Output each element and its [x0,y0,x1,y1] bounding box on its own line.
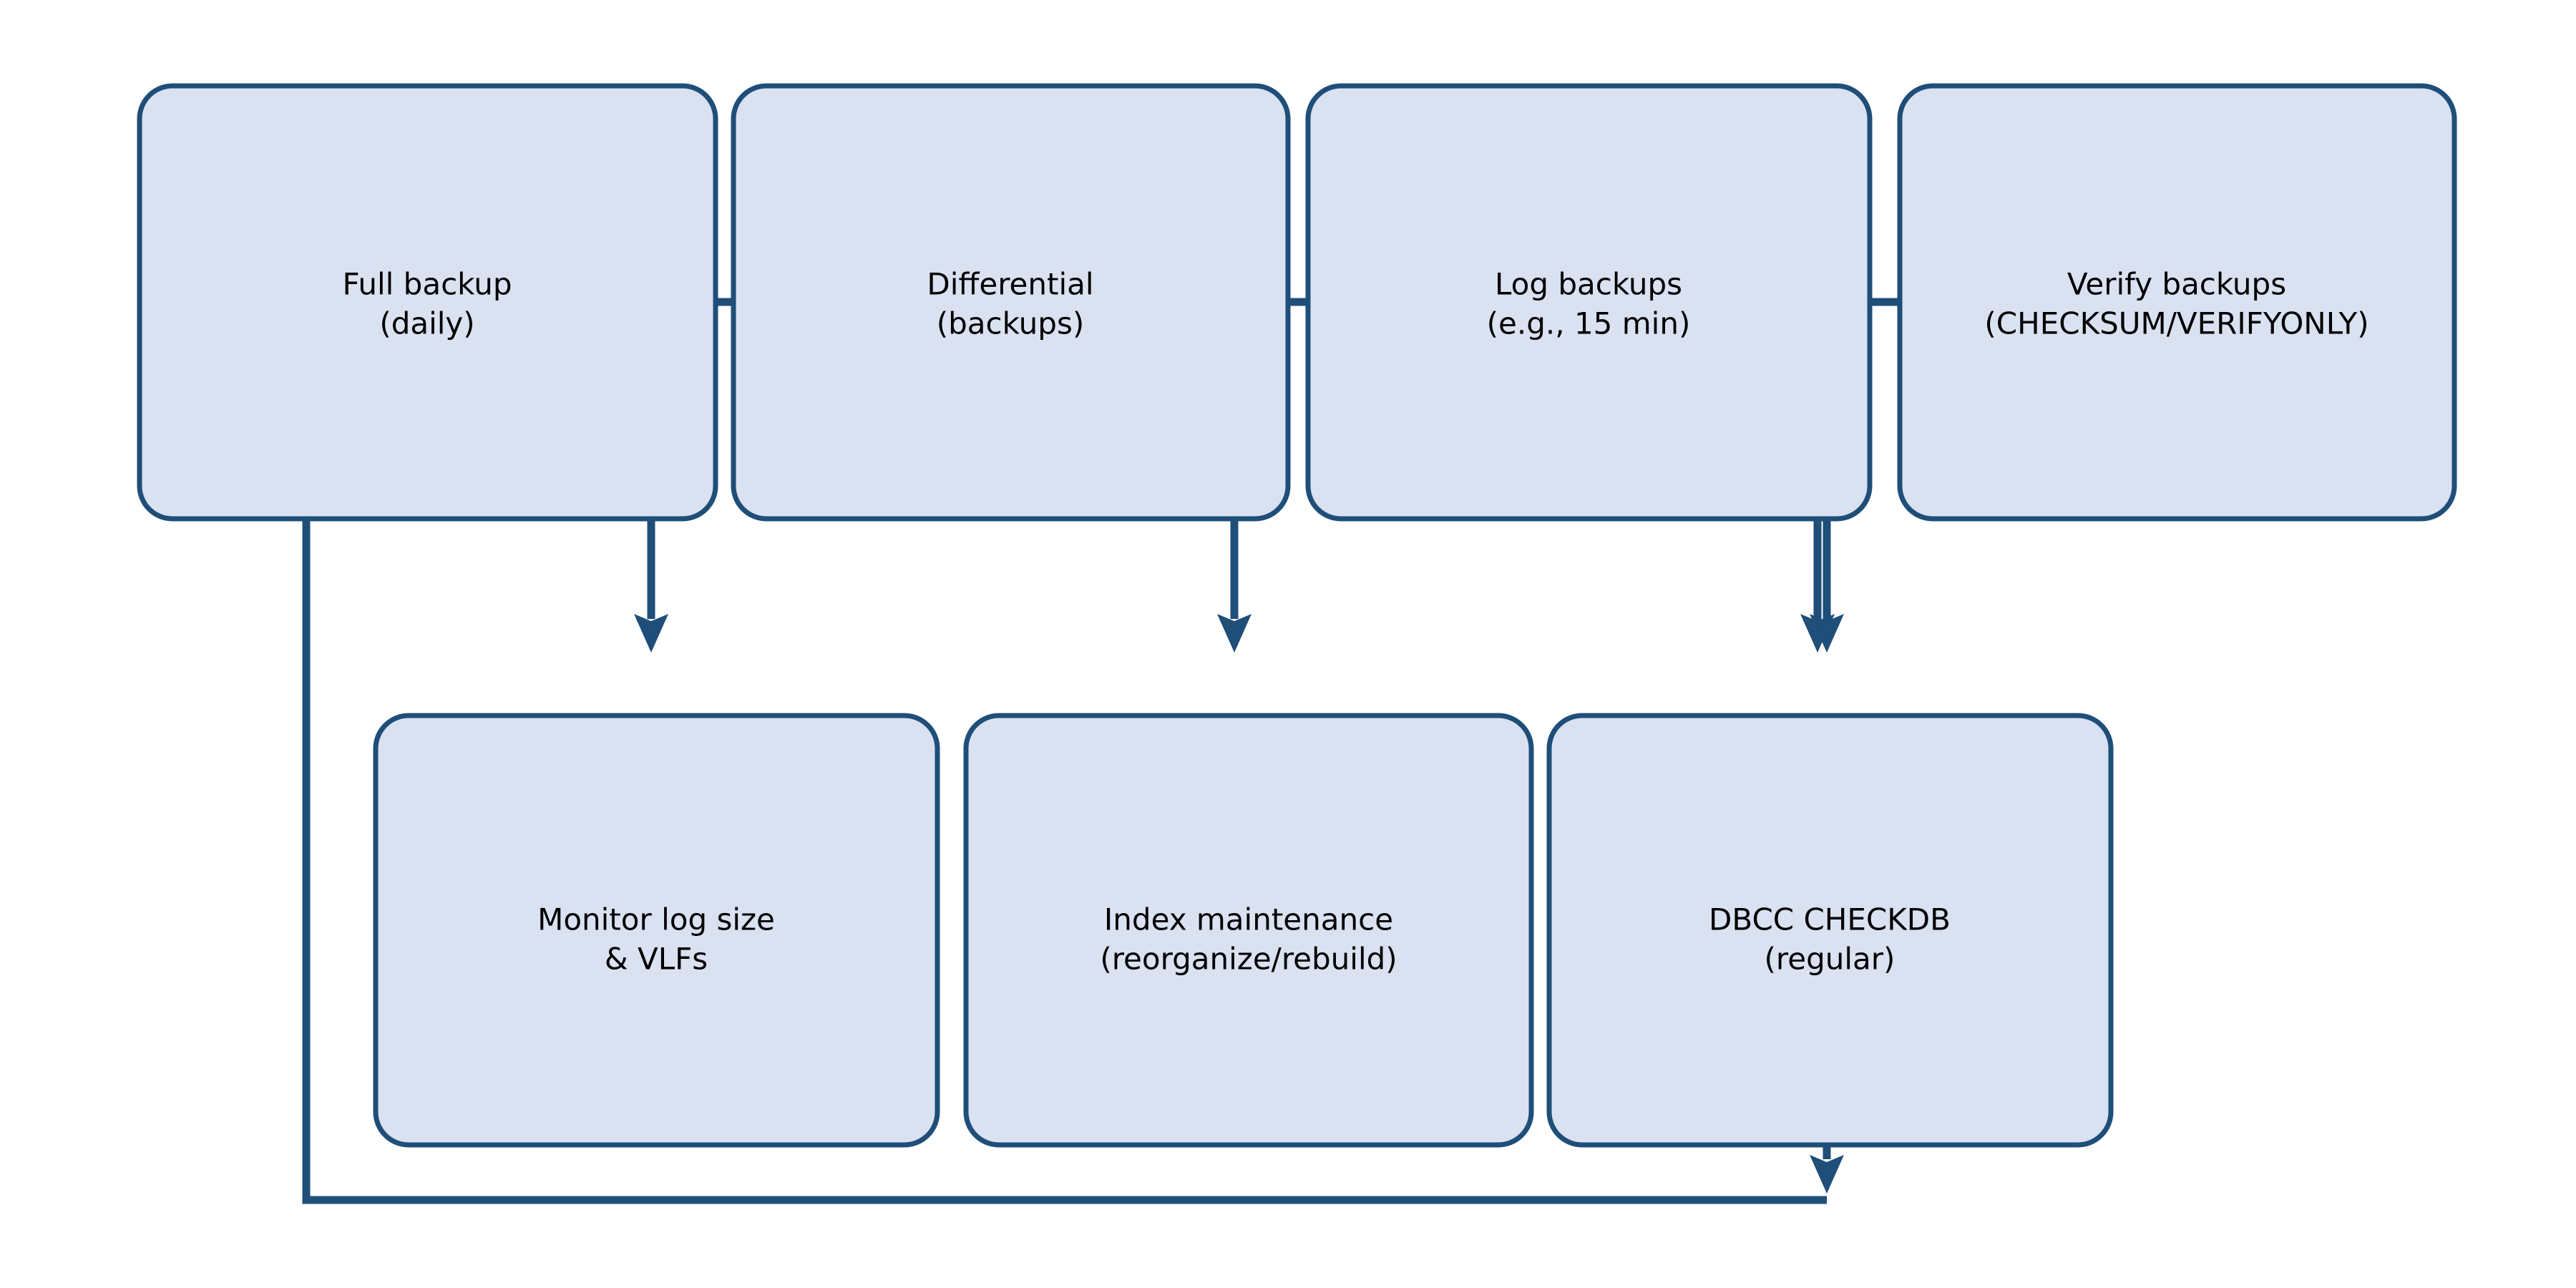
node-index-maintenance-shape[interactable] [963,713,1534,1148]
node-log-backups-label-line1: Log backups [1495,267,1682,302]
node-differential-label-line1: Differential [927,267,1093,302]
node-index-maintenance-label-line2: (reorganize/rebuild) [1100,942,1397,977]
node-monitor-log-size-label-line2: & VLFs [605,942,708,977]
node-index-maintenance[interactable]: Index maintenance (reorganize/rebuild) [963,713,1534,1148]
node-dbcc-checkdb-label-line2: (regular) [1765,942,1896,977]
node-full-backup[interactable]: Full backup (daily) [137,83,718,522]
node-log-backups[interactable]: Log backups (e.g., 15 min) [1305,83,1873,522]
node-verify-backups-label-line1: Verify backups [2067,267,2286,302]
node-differential-label-line2: (backups) [937,306,1084,341]
node-dbcc-checkdb-label-line1: DBCC CHECKDB [1709,902,1951,937]
node-monitor-log-size-label-line1: Monitor log size [537,902,775,937]
node-index-maintenance-label-line1: Index maintenance [1104,902,1393,937]
node-full-backup-label-line1: Full backup [343,267,512,302]
node-monitor-log-size-shape[interactable] [373,713,940,1148]
node-differential-shape[interactable] [731,83,1291,522]
node-full-backup-label-line2: (daily) [379,306,474,341]
node-verify-backups-label-line2: (CHECKSUM/VERIFYONLY) [1984,306,2368,341]
node-dbcc-checkdb[interactable]: DBCC CHECKDB (regular) [1546,713,2114,1148]
node-verify-backups-shape[interactable] [1897,83,2457,522]
node-log-backups-label-line2: (e.g., 15 min) [1487,306,1691,341]
node-layer: Full backup (daily) Differential (backup… [137,83,2457,1148]
node-differential[interactable]: Differential (backups) [731,83,1291,522]
node-dbcc-checkdb-shape[interactable] [1546,713,2114,1148]
node-monitor-log-size[interactable]: Monitor log size & VLFs [373,713,940,1148]
node-verify-backups[interactable]: Verify backups (CHECKSUM/VERIFYONLY) [1897,83,2457,522]
node-log-backups-shape[interactable] [1305,83,1873,522]
node-full-backup-shape[interactable] [137,83,718,522]
